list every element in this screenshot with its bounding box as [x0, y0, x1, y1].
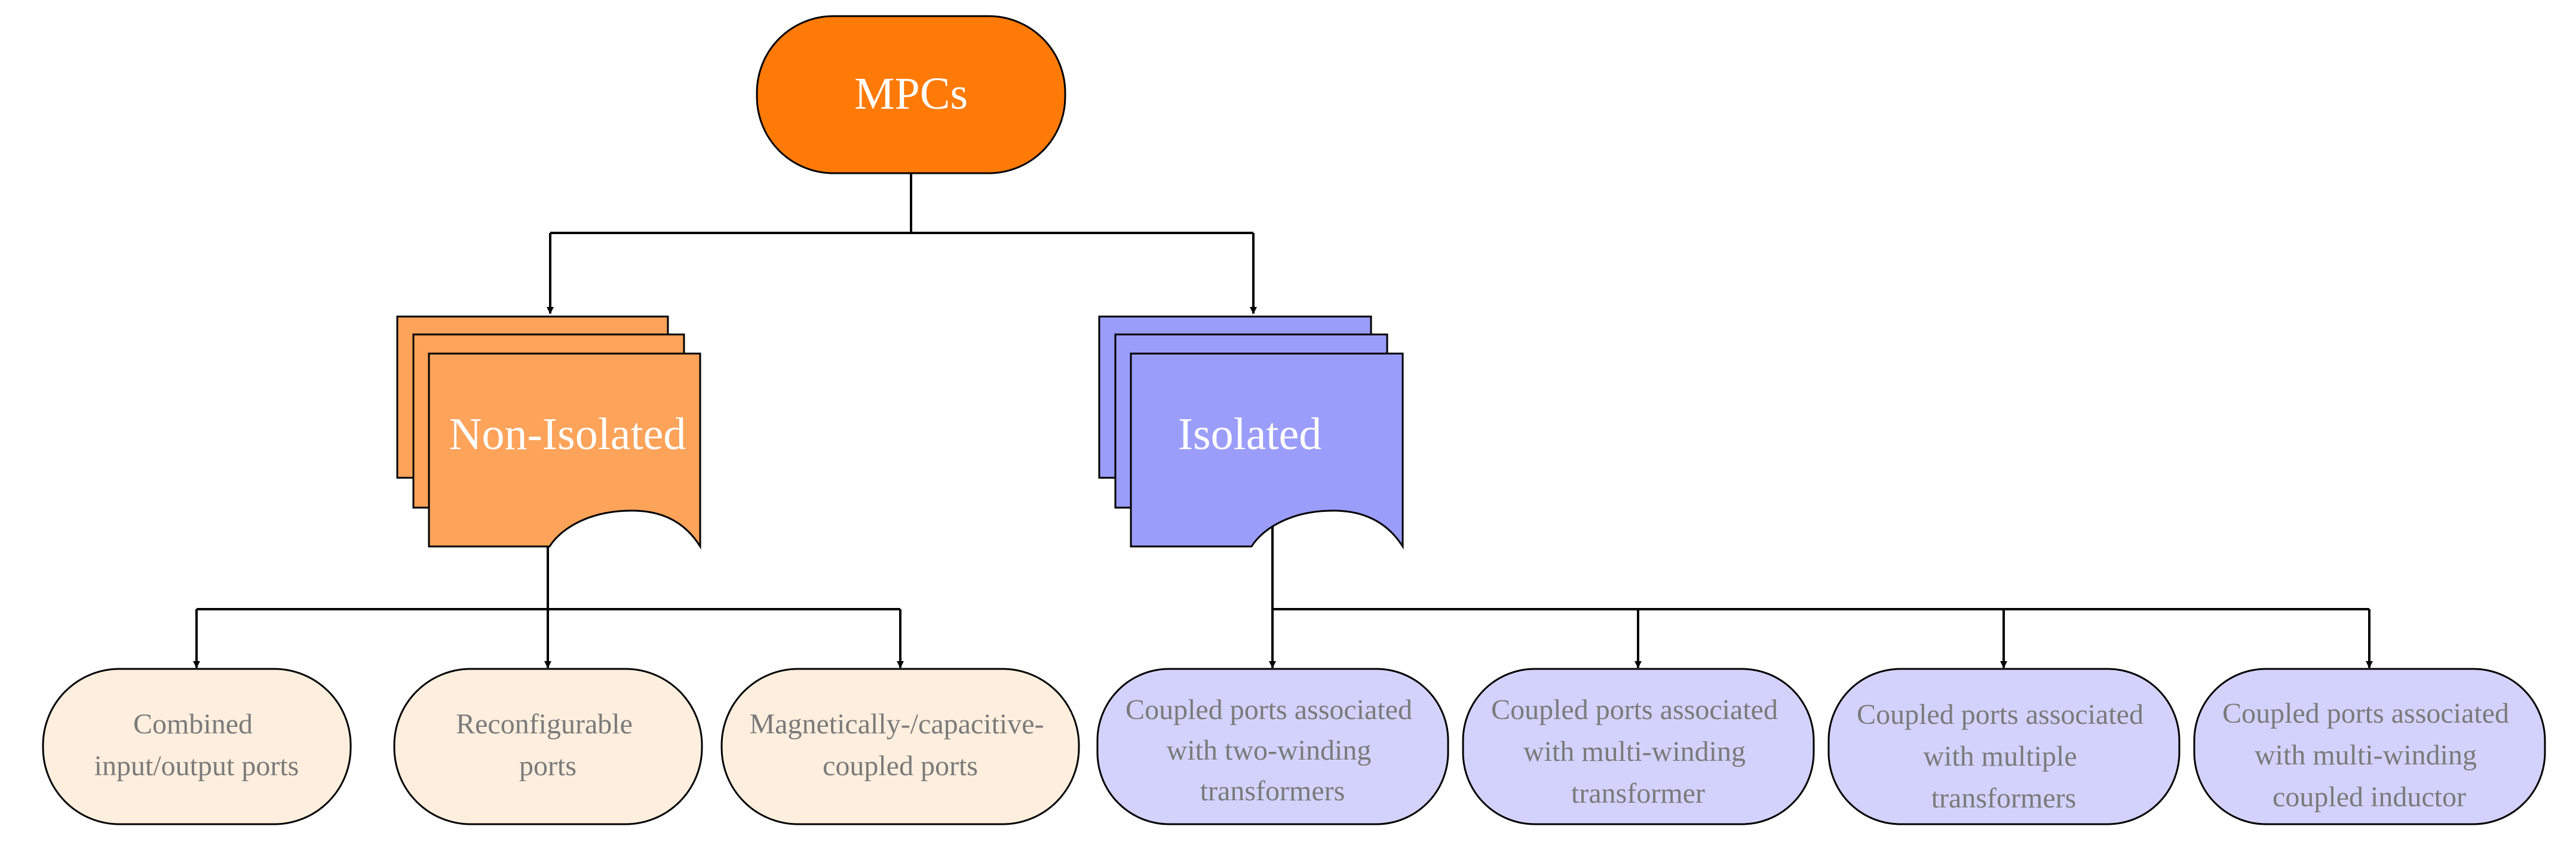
non-isolated-page-front — [428, 352, 701, 550]
root-node-shape — [756, 15, 1066, 174]
leaf-reconfigurable-ports-shape — [393, 668, 703, 825]
non-isolated-label: Non-Isolated — [449, 409, 686, 459]
non-isolated-leaves: Combined input/output ports Reconfigurab… — [42, 668, 1080, 825]
leaf-multi-winding-coupled-inductor-text: Coupled ports associated with multi-wind… — [2222, 698, 2516, 813]
isolated-node: Isolated — [1098, 315, 1404, 550]
leaf-multi-winding-transformer-line-1: Coupled ports associated — [1491, 694, 1778, 726]
leaf-multi-winding-transformer-line-2: with multi-winding — [1523, 736, 1746, 767]
leaf-multi-winding-coupled-inductor-line-2: with multi-winding — [2255, 739, 2477, 771]
leaf-multi-winding-transformer-text: Coupled ports associated with multi-wind… — [1491, 694, 1785, 809]
leaf-multi-winding-coupled-inductor: Coupled ports associated with multi-wind… — [2193, 668, 2546, 825]
leaf-two-winding-transformers-line-3: transformers — [1200, 775, 1345, 807]
leaf-magnetically-capacitive-ports: Magnetically-/capacitive- coupled ports — [720, 668, 1080, 825]
leaf-magnetically-capacitive-ports-line-1: Magnetically-/capacitive- — [749, 708, 1044, 740]
leaf-magnetically-capacitive-ports-line-2: coupled ports — [823, 750, 978, 782]
isolated-label: Isolated — [1178, 409, 1322, 459]
leaf-combined-ports-line-1: Combined — [133, 708, 253, 740]
leaf-multiple-transformers: Coupled ports associated with multiple t… — [1827, 668, 2181, 825]
leaf-two-winding-transformers: Coupled ports associated with two-windin… — [1096, 668, 1449, 825]
leaf-combined-ports-shape — [42, 668, 352, 825]
leaf-multi-winding-coupled-inductor-line-1: Coupled ports associated — [2222, 698, 2509, 729]
leaf-reconfigurable-ports-text: Reconfigurable ports — [456, 708, 640, 782]
leaf-multiple-transformers-shape — [1827, 668, 2181, 825]
leaf-multi-winding-transformer: Coupled ports associated with multi-wind… — [1462, 668, 1815, 825]
leaf-multiple-transformers-line-3: transformers — [1931, 782, 2077, 814]
leaf-two-winding-transformers-line-2: with two-winding — [1167, 735, 1372, 766]
leaf-combined-ports-text: Combined input/output ports — [94, 708, 299, 782]
connectors — [193, 173, 2373, 668]
leaf-combined-ports: Combined input/output ports — [42, 668, 352, 825]
leaf-multiple-transformers-text: Coupled ports associated with multiple t… — [1857, 699, 2151, 814]
leaf-multi-winding-coupled-inductor-shape — [2193, 668, 2546, 825]
leaf-two-winding-transformers-line-1: Coupled ports associated — [1126, 694, 1412, 726]
leaf-reconfigurable-ports-line-1: Reconfigurable — [456, 708, 633, 740]
leaf-multiple-transformers-line-2: with multiple — [1923, 741, 2077, 772]
leaf-multi-winding-transformer-line-3: transformer — [1571, 778, 1705, 809]
leaf-magnetically-capacitive-ports-shape — [720, 668, 1080, 825]
root-node-label: MPCs — [854, 69, 968, 119]
leaf-multiple-transformers-line-1: Coupled ports associated — [1857, 699, 2143, 730]
isolated-leaves: Coupled ports associated with two-windin… — [1096, 668, 2546, 825]
leaf-multi-winding-coupled-inductor-line-3: coupled inductor — [2273, 781, 2466, 813]
leaf-combined-ports-line-2: input/output ports — [94, 750, 299, 782]
leaf-two-winding-transformers-shape — [1096, 668, 1449, 825]
root-node: MPCs — [756, 15, 1066, 174]
leaf-multi-winding-transformer-shape — [1462, 668, 1815, 825]
leaf-two-winding-transformers-text: Coupled ports associated with two-windin… — [1126, 694, 1419, 807]
leaf-magnetically-capacitive-ports-text: Magnetically-/capacitive- coupled ports — [749, 708, 1051, 782]
leaf-reconfigurable-ports: Reconfigurable ports — [393, 668, 703, 825]
non-isolated-node: Non-Isolated — [396, 315, 701, 550]
leaf-reconfigurable-ports-line-2: ports — [519, 750, 576, 782]
isolated-page-front — [1130, 352, 1404, 550]
